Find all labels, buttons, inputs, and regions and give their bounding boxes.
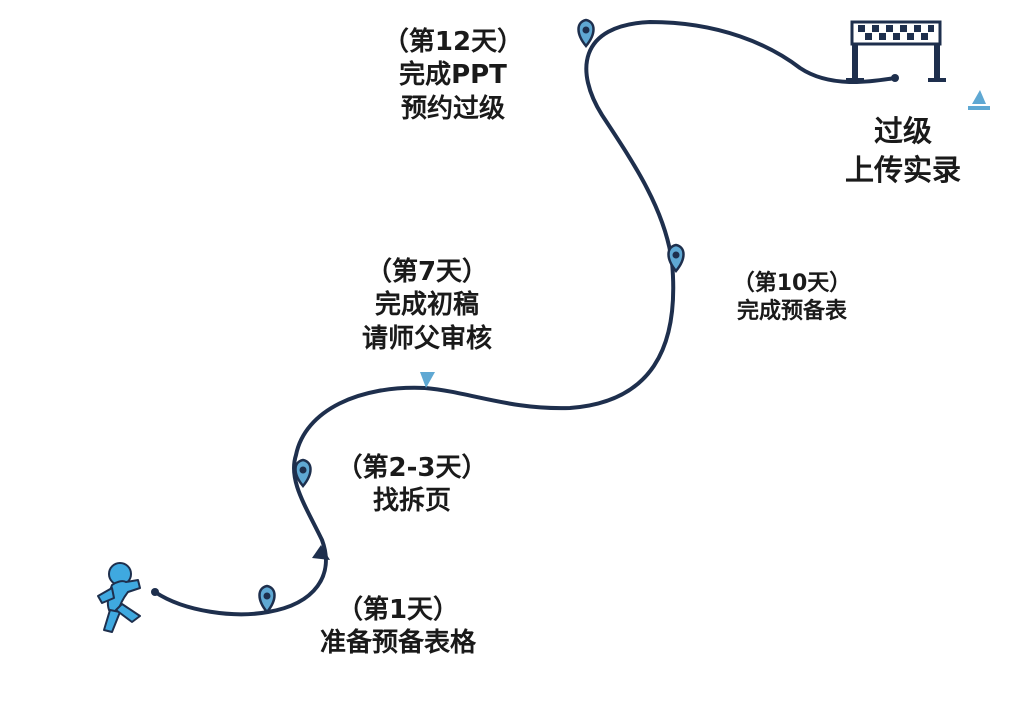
path-end-dot <box>891 74 899 82</box>
map-pin-icon <box>577 18 595 48</box>
milestone-finish-label: 过级 上传实录 <box>808 112 998 190</box>
milestone-day: （第7天） <box>365 257 489 287</box>
milestone-day: （第12天） <box>382 27 524 57</box>
milestone-day10-label: （第10天） 完成预备表 <box>712 270 872 326</box>
path-start-dot <box>151 588 159 596</box>
milestone-task: 预约过级 <box>400 93 505 124</box>
winding-path <box>153 19 897 617</box>
decorative-sketch-icon <box>968 90 990 110</box>
checkered-finish-flag-icon <box>846 20 946 82</box>
milestone-task: 完成预备表 <box>736 299 847 325</box>
milestone-task: 过级 <box>873 114 932 148</box>
map-pin-icon <box>294 458 312 488</box>
milestone-day12-label: （第12天） 完成PPT 预约过级 <box>368 26 538 126</box>
milestone-day1-label: （第1天） 准备预备表格 <box>293 594 503 661</box>
milestone-task: 完成初稿 <box>374 290 479 321</box>
milestone-task: 完成PPT <box>399 60 507 91</box>
running-person-icon <box>97 562 141 633</box>
milestone-day2-3-label: （第2-3天） 找拆页 <box>322 452 502 519</box>
milestone-day: （第1天） <box>336 595 460 625</box>
map-pin-icon <box>258 584 276 614</box>
milestone-task: 请师父审核 <box>361 323 492 354</box>
direction-arrow-icon <box>420 372 435 388</box>
milestone-day: （第2-3天） <box>336 453 488 483</box>
milestone-task: 准备预备表格 <box>319 628 476 659</box>
map-pin-icon <box>667 243 685 273</box>
milestone-day7-label: （第7天） 完成初稿 请师父审核 <box>322 256 532 356</box>
direction-arrow-icon <box>312 545 330 560</box>
milestone-task: 找拆页 <box>372 486 451 517</box>
milestone-day: （第10天） <box>732 271 852 296</box>
milestone-task: 上传实录 <box>844 153 961 188</box>
